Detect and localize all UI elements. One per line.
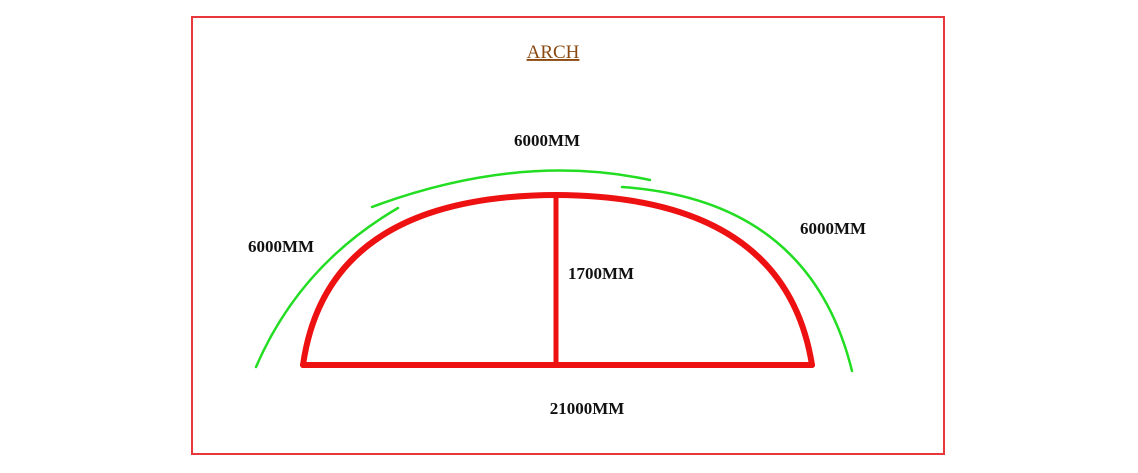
right-arc-label: 6000MM — [800, 219, 866, 238]
left-green-arc — [254, 206, 400, 369]
top-green-arc — [370, 169, 652, 209]
span-label: 21000MM — [550, 399, 625, 418]
left-arc-label: 6000MM — [248, 237, 314, 256]
height-label: 1700MM — [568, 264, 634, 283]
drawing-frame — [191, 16, 945, 455]
page-title: ARCH — [527, 42, 580, 63]
top-arc-label: 6000MM — [514, 131, 580, 150]
right-green-arc — [620, 185, 854, 373]
